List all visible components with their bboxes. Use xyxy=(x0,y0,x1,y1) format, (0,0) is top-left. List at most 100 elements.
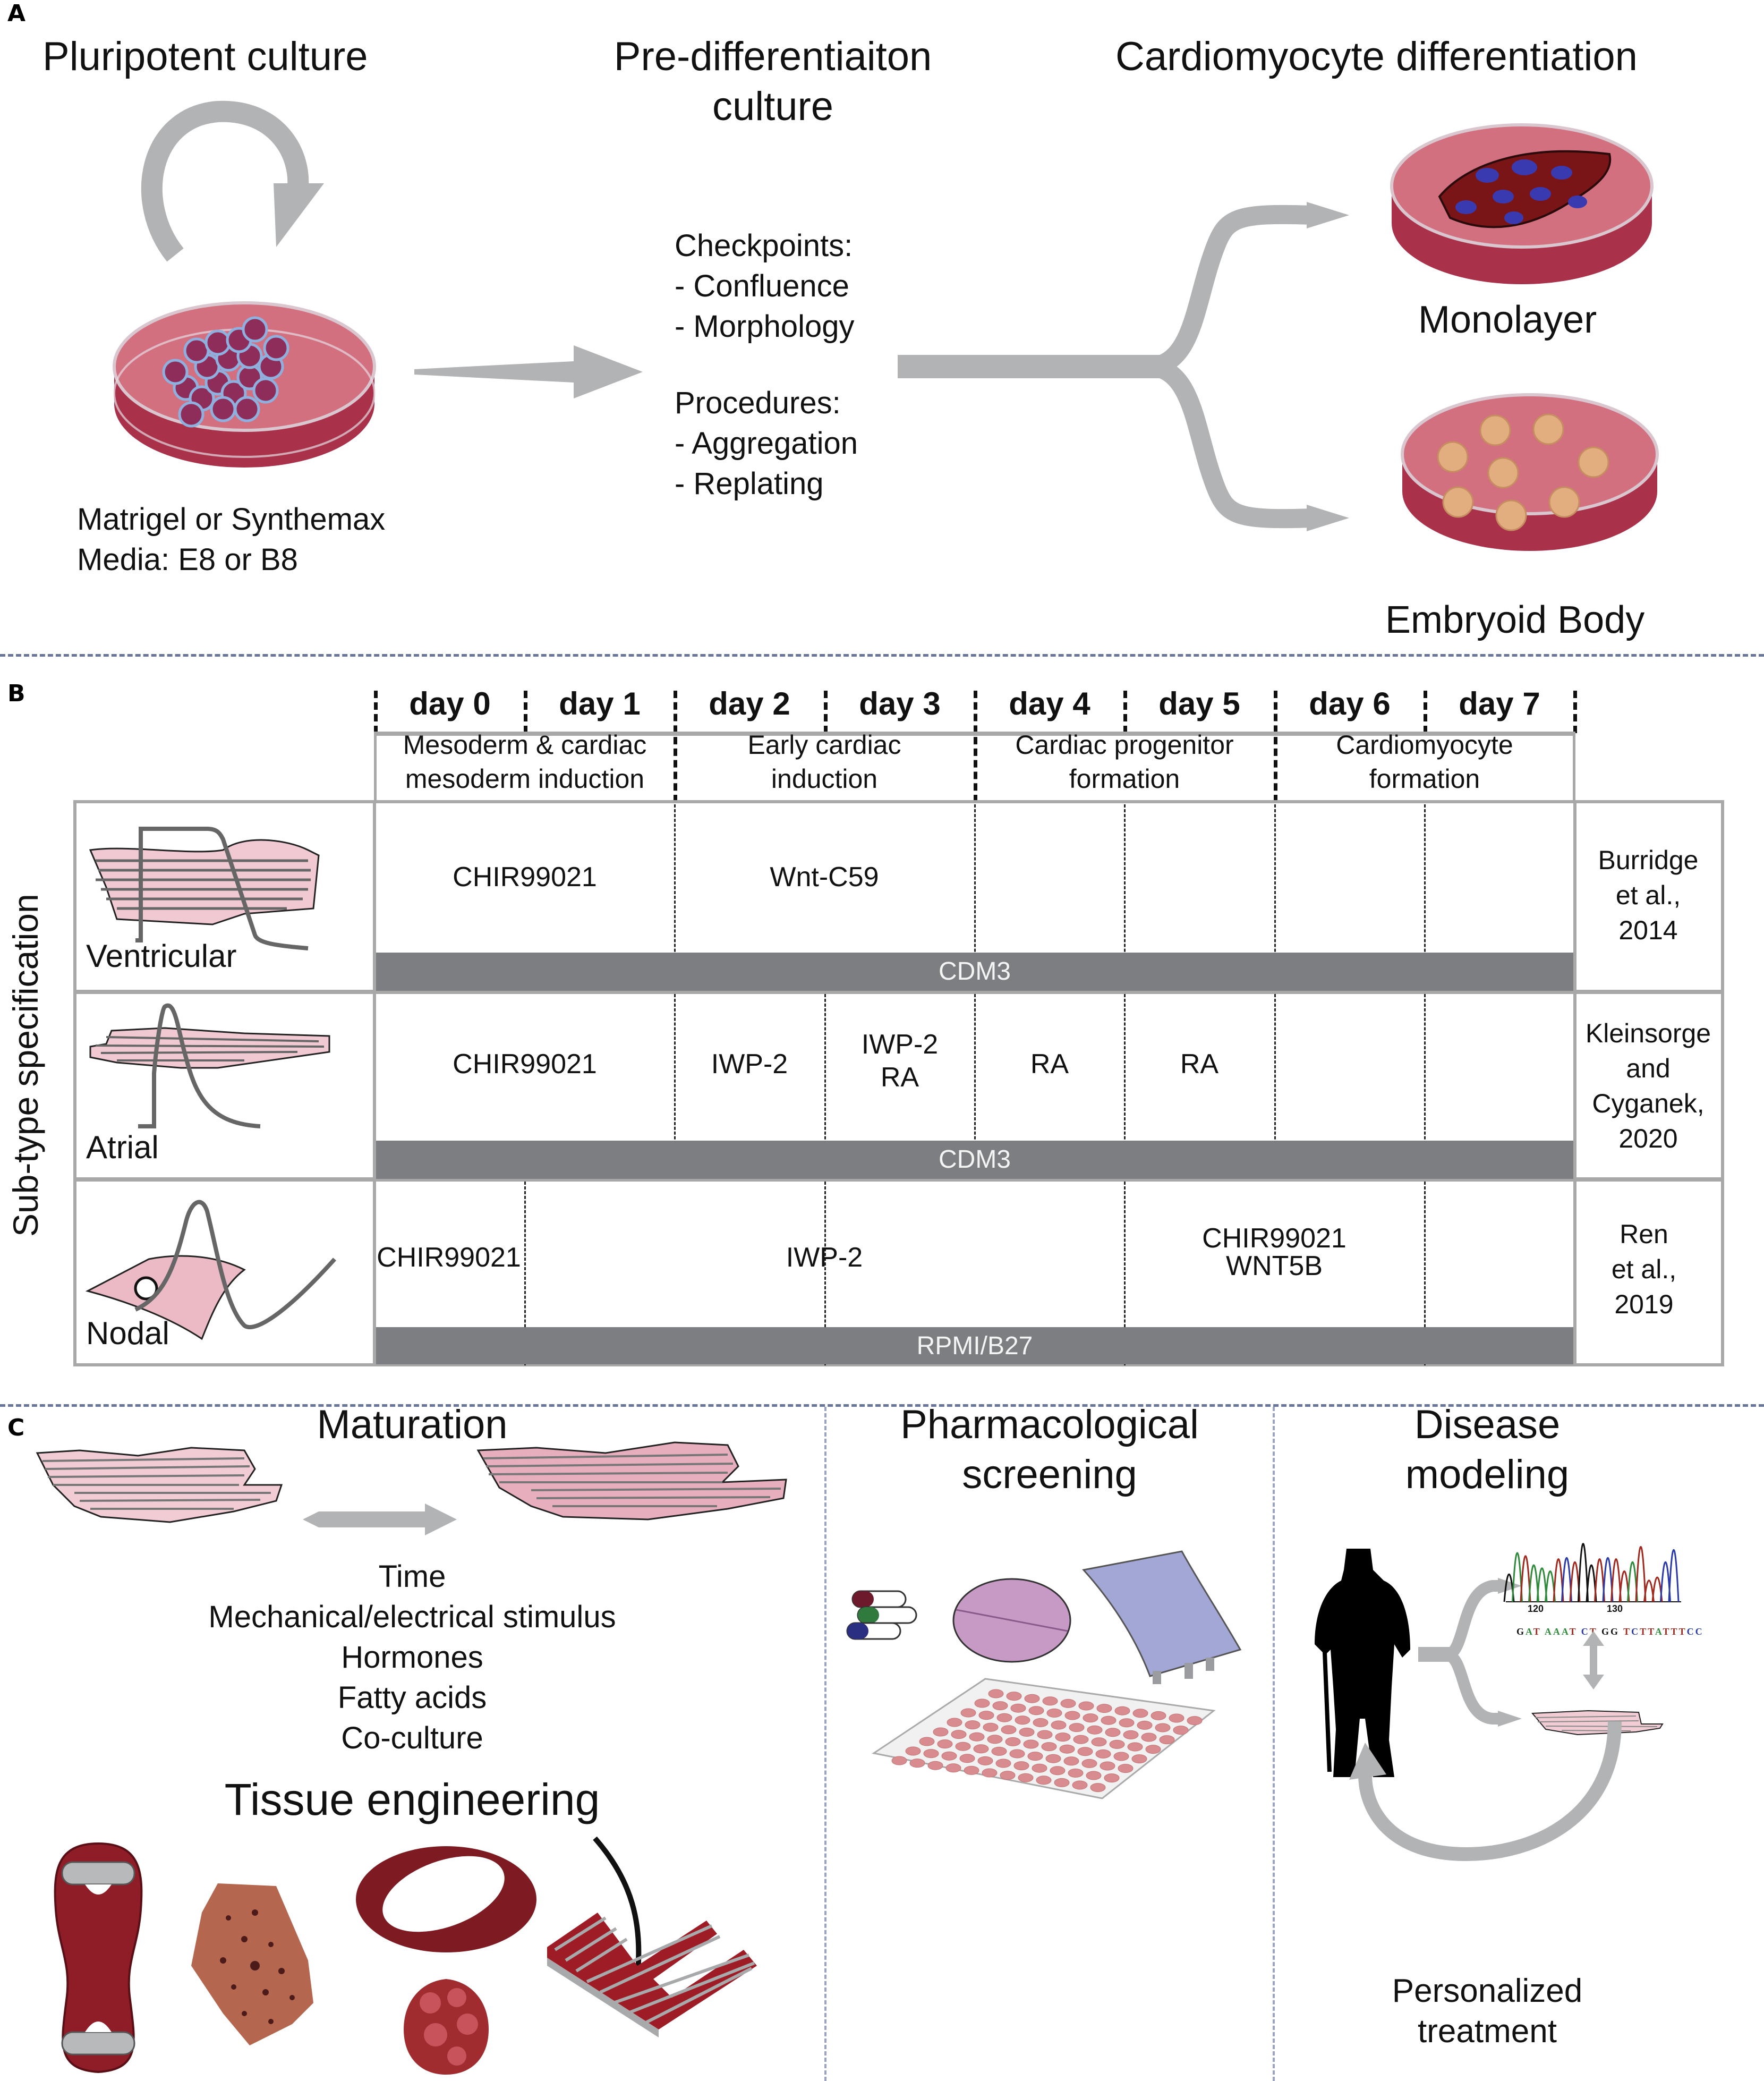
well xyxy=(1064,1711,1080,1720)
monolayer-label: Monolayer xyxy=(1418,299,1597,341)
well xyxy=(937,1739,953,1749)
well xyxy=(1013,1761,1029,1771)
chromatogram-peak xyxy=(1536,1567,1548,1602)
phase-label: Early cardiac induction xyxy=(675,728,974,796)
checkpoints-header: Checkpoints: xyxy=(675,228,853,263)
well xyxy=(1032,1763,1047,1773)
day-boundary-tick xyxy=(1573,691,1577,733)
chromatogram-peak xyxy=(1602,1557,1614,1602)
well xyxy=(1050,1766,1066,1776)
day-divider xyxy=(674,804,676,990)
day-divider xyxy=(1424,804,1426,990)
procedure-item: - Aggregation xyxy=(675,426,858,461)
well xyxy=(978,1711,994,1720)
well xyxy=(1083,1713,1098,1723)
well xyxy=(960,1708,976,1718)
chromatogram-peak xyxy=(1610,1558,1622,1602)
day-label: day 0 xyxy=(409,686,491,721)
pluripotent-note-2: Media: E8 or B8 xyxy=(77,542,298,577)
well xyxy=(965,1720,981,1730)
reference-line: and xyxy=(1626,1054,1671,1083)
well xyxy=(996,1713,1012,1722)
reference-line: et al., xyxy=(1611,1254,1677,1284)
table-column-separator xyxy=(1573,800,1576,1366)
well xyxy=(1072,1780,1088,1790)
sequence-bases: GAT AAAT CT GG TCTTATTTCC xyxy=(1509,1615,1704,1637)
phase-label-line2: formation xyxy=(1069,764,1180,794)
reference-line: Cyganek, xyxy=(1592,1089,1705,1118)
phase-label-line1: Cardiac progenitor xyxy=(1015,730,1234,760)
sequence-base: T xyxy=(1569,1626,1578,1637)
sequence-base: T xyxy=(1678,1626,1687,1637)
patient-silhouette-icon xyxy=(1315,1549,1410,1777)
chromatogram-peak xyxy=(1594,1558,1605,1602)
phase-label-line1: Cardiomyocyte xyxy=(1336,730,1513,760)
reference-line: Kleinsorge xyxy=(1585,1018,1711,1048)
phase-label-line1: Early cardiac xyxy=(747,730,901,760)
phase-label-line2: induction xyxy=(771,764,878,794)
well xyxy=(1010,1703,1026,1713)
disease-modeling-title: Disease modeling xyxy=(1275,1400,1700,1500)
phase-header-box xyxy=(374,732,1575,804)
monolayer-dish-icon xyxy=(1390,123,1654,284)
well xyxy=(1169,1713,1184,1723)
sequence-base: T xyxy=(1590,1626,1598,1637)
day-label: day 4 xyxy=(1009,686,1090,721)
reference-citation: Ren et al., 2019 xyxy=(1572,1217,1716,1322)
well xyxy=(947,1718,962,1727)
phase-label-line1: Mesoderm & cardiac xyxy=(403,730,647,760)
engineered-heart-tissue-icon xyxy=(54,1842,143,2074)
day-divider xyxy=(974,804,976,990)
checkpoint-item: - Morphology xyxy=(675,309,855,344)
day-divider xyxy=(1424,994,1426,1177)
well xyxy=(1145,1745,1161,1754)
sequencing-chromatogram-icon xyxy=(1503,1543,1681,1602)
well xyxy=(1114,1706,1130,1715)
sequence-base: T xyxy=(1640,1626,1648,1637)
well xyxy=(1051,1720,1067,1730)
phase-label-line2: mesoderm induction xyxy=(405,764,645,794)
cardiomyocyte-differentiation-title: Cardiomyocyte differentiation xyxy=(1115,34,1638,79)
well xyxy=(1019,1727,1035,1737)
reference-line: 2019 xyxy=(1614,1289,1674,1319)
well xyxy=(973,1744,989,1754)
sequence-base: T xyxy=(1663,1626,1671,1637)
panel-c-letter: C xyxy=(7,1414,25,1441)
mature-cardiomyocyte-icon xyxy=(476,1441,787,1521)
maturation-arrow-icon xyxy=(303,1504,457,1535)
well xyxy=(1028,1706,1044,1715)
well xyxy=(1090,1783,1106,1793)
iv-bag-icon xyxy=(1082,1550,1242,1684)
cardiac-patch-icon xyxy=(191,1883,313,2045)
day-divider xyxy=(524,1182,526,1365)
day-boundary-tick xyxy=(974,691,977,802)
well xyxy=(951,1730,967,1739)
pluripotent-notes: Matrigel or Synthemax Media: E8 or B8 xyxy=(77,499,385,580)
procedures-header: Procedures: xyxy=(675,386,841,420)
day-divider xyxy=(824,994,826,1177)
well xyxy=(1078,1701,1094,1711)
subtype-label: Ventricular xyxy=(86,938,237,974)
bracket-arrow-icon xyxy=(1418,1578,1522,1727)
atrial-cardiomyocyte-icon xyxy=(89,1003,330,1128)
well xyxy=(1091,1737,1107,1747)
chromatogram-peak xyxy=(1553,1558,1564,1602)
tissue-engineering-title: Tissue engineering xyxy=(224,1774,600,1824)
screening-title-line2: screening xyxy=(962,1452,1137,1497)
sequence-base: T xyxy=(1533,1626,1541,1637)
sequence-base xyxy=(1577,1626,1581,1637)
pluripotent-culture-dish-icon xyxy=(113,301,376,468)
pharmacological-screening-title: Pharmacological screening xyxy=(826,1400,1273,1500)
well xyxy=(1042,1696,1058,1706)
well xyxy=(1000,1771,1016,1780)
pre-differentiation-details: Checkpoints: - Confluence - Morphology P… xyxy=(675,226,858,504)
well xyxy=(1060,1698,1076,1708)
maturation-factor: Mechanical/electrical stimulus xyxy=(208,1600,616,1634)
double-arrow-icon xyxy=(1583,1631,1604,1689)
well xyxy=(992,1701,1008,1711)
chromatogram-peaks xyxy=(1503,1543,1680,1602)
treatment-label: WNT5B xyxy=(1226,1251,1323,1281)
well xyxy=(1113,1752,1129,1761)
day-label: day 5 xyxy=(1158,686,1240,721)
phase-label: Cardiomyocyte formation xyxy=(1275,728,1574,796)
